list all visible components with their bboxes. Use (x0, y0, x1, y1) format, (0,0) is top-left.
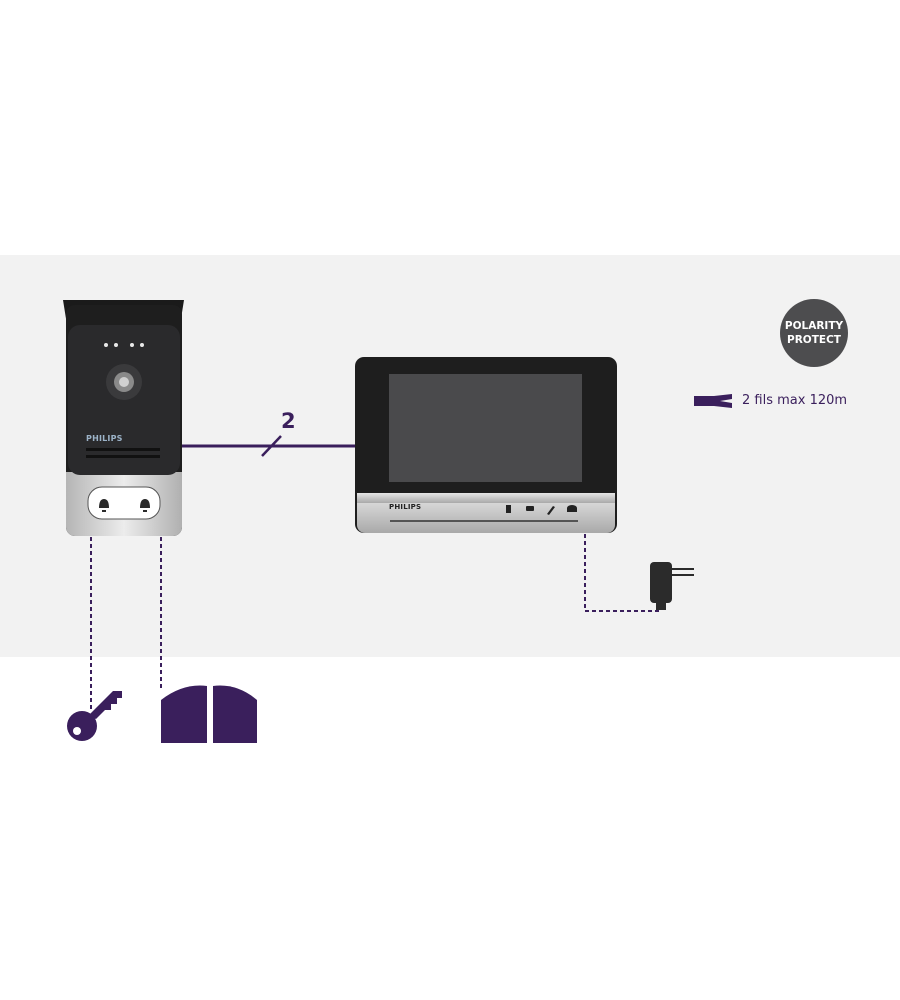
power-cable (584, 534, 660, 612)
badge-line-1: POLARITY (784, 320, 844, 332)
wire-legend: 2 fils max 120m (694, 393, 847, 408)
wire-count-slash (261, 435, 282, 457)
polarity-protect-badge: POLARITY PROTECT (780, 299, 848, 367)
wire-count-label: 2 (281, 409, 296, 433)
wire-legend-text: 2 fils max 120m (742, 393, 848, 408)
gate-icon (161, 685, 257, 743)
key-icon (67, 691, 122, 741)
monitor-brand: PHILIPS (389, 503, 422, 511)
door-station-brand: PHILIPS (86, 434, 123, 443)
door-station-icon (63, 300, 184, 536)
wire-pair-icon (694, 393, 732, 408)
badge-line-2: PROTECT (787, 334, 841, 346)
power-adapter-icon (650, 562, 694, 610)
monitor-icon (355, 357, 617, 533)
